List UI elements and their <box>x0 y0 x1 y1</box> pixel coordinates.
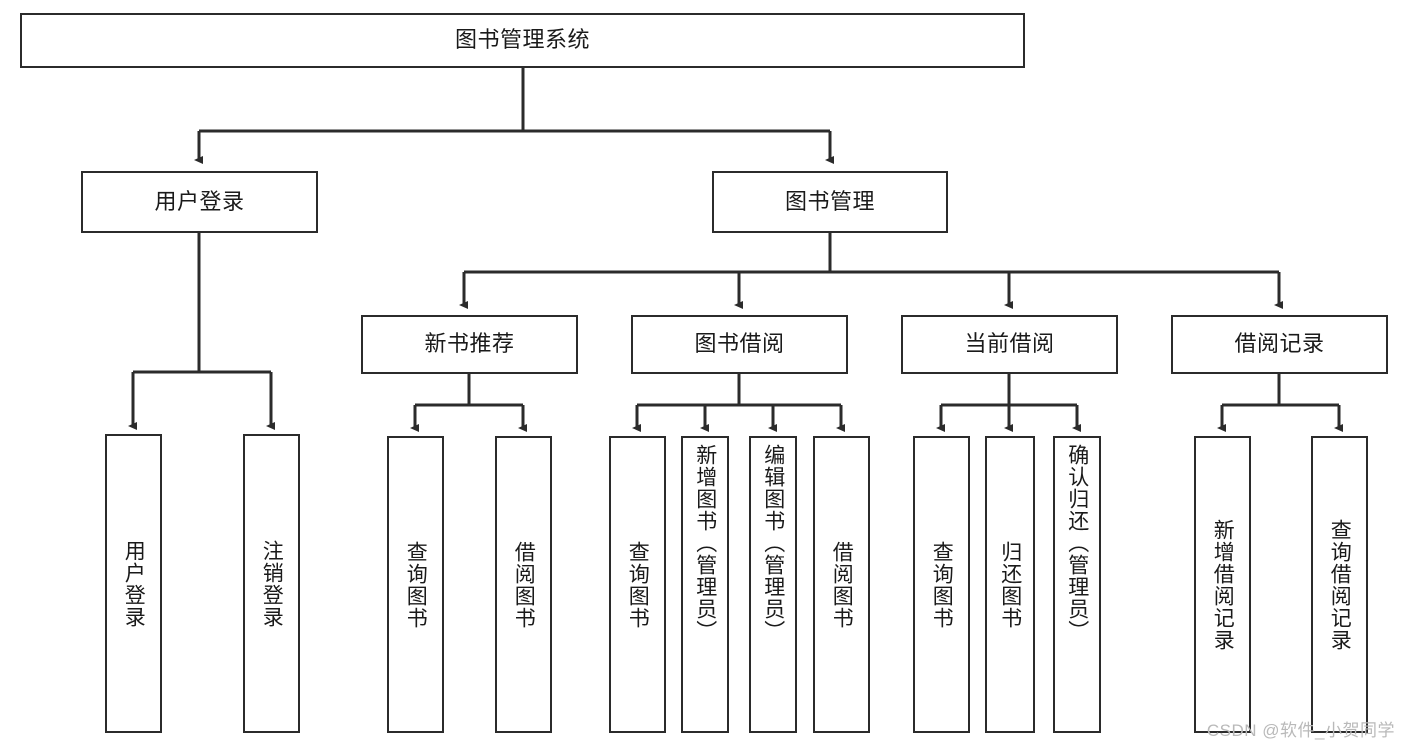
leaf-logout-login[interactable]: 注销登录 <box>243 434 300 733</box>
node-label: 新增图书（管理员） <box>693 444 717 642</box>
leaf-query-book-2[interactable]: 查询图书 <box>609 436 666 733</box>
node-current-borrow[interactable]: 当前借阅 <box>901 315 1118 374</box>
node-label: 新书推荐 <box>424 331 515 357</box>
node-new-book-recommend[interactable]: 新书推荐 <box>361 315 578 374</box>
node-label: 图书管理 <box>784 188 875 214</box>
watermark-text: CSDN @软件_小贺同学 <box>1206 721 1395 740</box>
node-label: 图书借阅 <box>694 331 785 357</box>
leaf-edit-book[interactable]: 编辑图书（管理员） <box>749 436 797 733</box>
node-label: 查询图书 <box>404 540 428 629</box>
leaf-return-book[interactable]: 归还图书 <box>985 436 1035 733</box>
node-label: 注销登录 <box>260 539 284 628</box>
node-label: 借阅图书 <box>512 540 536 629</box>
leaf-add-book[interactable]: 新增图书（管理员） <box>681 436 729 733</box>
node-label: 借阅图书 <box>830 540 854 629</box>
node-book-management-system[interactable]: 图书管理系统 <box>20 13 1025 68</box>
node-label: 用户登录 <box>154 188 245 214</box>
node-label: 用户登录 <box>122 539 146 628</box>
node-label: 查询借阅记录 <box>1328 518 1352 651</box>
node-user-login[interactable]: 用户登录 <box>81 171 318 233</box>
node-label: 查询图书 <box>626 540 650 629</box>
node-label: 借阅记录 <box>1234 331 1325 357</box>
node-label: 查询图书 <box>930 540 954 629</box>
leaf-borrow-book-1[interactable]: 借阅图书 <box>495 436 552 733</box>
node-label: 图书管理系统 <box>454 27 590 53</box>
leaf-add-record[interactable]: 新增借阅记录 <box>1194 436 1251 733</box>
leaf-confirm-return[interactable]: 确认归还（管理员） <box>1053 436 1101 733</box>
node-label: 编辑图书（管理员） <box>761 444 785 642</box>
leaf-query-book-3[interactable]: 查询图书 <box>913 436 970 733</box>
leaf-user-login[interactable]: 用户登录 <box>105 434 162 733</box>
node-label: 当前借阅 <box>964 331 1055 357</box>
node-label: 新增借阅记录 <box>1211 518 1235 651</box>
node-book-borrow[interactable]: 图书借阅 <box>631 315 848 374</box>
leaf-borrow-book-2[interactable]: 借阅图书 <box>813 436 870 733</box>
node-borrow-record[interactable]: 借阅记录 <box>1171 315 1388 374</box>
node-label: 归还图书 <box>998 540 1022 629</box>
node-label: 确认归还（管理员） <box>1065 444 1089 642</box>
node-book-management[interactable]: 图书管理 <box>712 171 948 233</box>
leaf-query-book-1[interactable]: 查询图书 <box>387 436 444 733</box>
leaf-query-record[interactable]: 查询借阅记录 <box>1311 436 1368 733</box>
